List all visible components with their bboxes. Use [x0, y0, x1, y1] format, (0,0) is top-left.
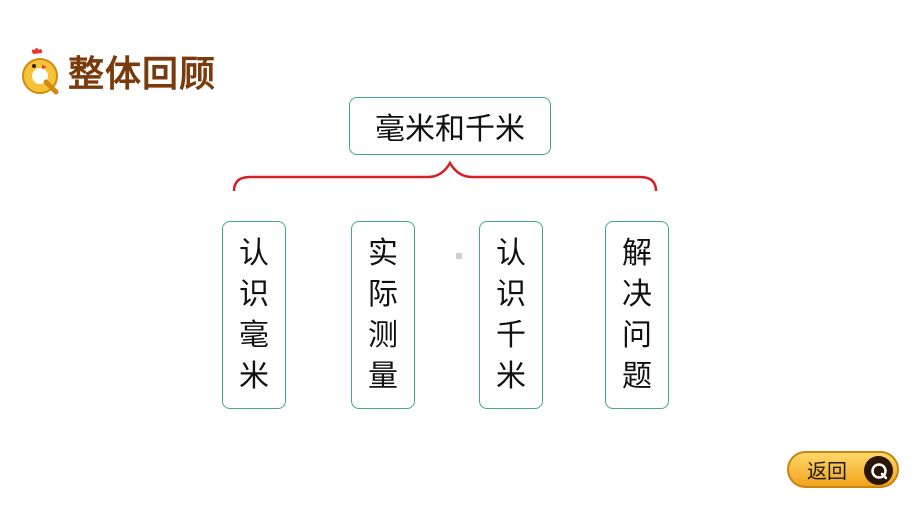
- main-topic-box: 毫米和千米: [349, 97, 551, 155]
- branch-char: 毫: [239, 318, 269, 353]
- curly-brace: [232, 160, 658, 192]
- branch-char: 题: [622, 359, 652, 394]
- q-back-icon: [864, 456, 893, 485]
- header: 整体回顾: [18, 46, 216, 96]
- branch-char: 决: [622, 277, 652, 312]
- back-button[interactable]: 返回: [787, 451, 899, 488]
- branch-char: 实: [368, 236, 398, 271]
- branch-char: 量: [368, 359, 398, 394]
- branch-char: 米: [239, 359, 269, 394]
- branch-char: 际: [368, 277, 398, 312]
- branch-char: 识: [496, 277, 526, 312]
- branch-box-4: 解 决 问 题: [605, 221, 669, 409]
- branch-box-2: 实 际 测 量: [351, 221, 415, 409]
- branch-char: 米: [496, 359, 526, 394]
- branch-char: 解: [622, 236, 652, 271]
- branch-char: 识: [239, 277, 269, 312]
- back-button-label: 返回: [807, 459, 847, 483]
- branch-box-3: 认 识 千 米: [479, 221, 543, 409]
- branch-char: 认: [496, 236, 526, 271]
- branch-char: 测: [368, 318, 398, 353]
- chick-q-logo-icon: [18, 46, 62, 96]
- branch-char: 千: [496, 318, 526, 353]
- branch-char: 认: [239, 236, 269, 271]
- page-title: 整体回顾: [68, 54, 217, 95]
- branch-char: 问: [622, 318, 652, 353]
- decorative-dot: [456, 253, 462, 259]
- branch-box-1: 认 识 毫 米: [222, 221, 286, 409]
